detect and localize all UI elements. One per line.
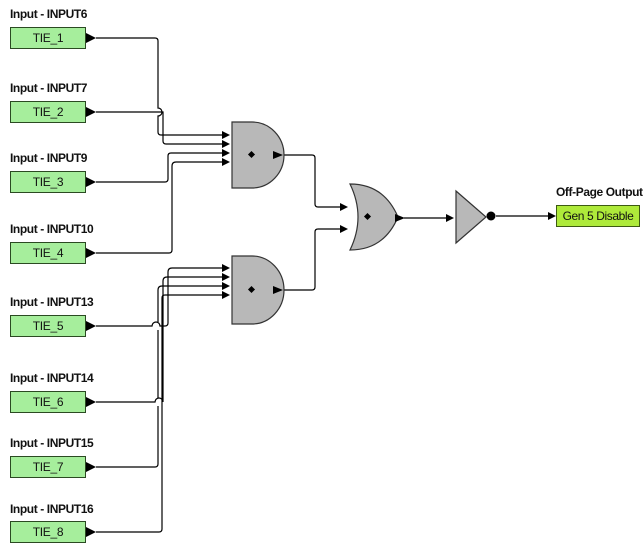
input-label-7: Input - INPUT15 [10, 436, 94, 450]
wire-tie3 [96, 152, 222, 183]
tie-box-6[interactable]: TIE_6 [10, 391, 86, 413]
off-page-output-box[interactable]: Gen 5 Disable [556, 205, 640, 227]
wire-tie2 [96, 111, 222, 145]
input-label-1: Input - INPUT6 [10, 7, 88, 21]
output-label: Off-Page Output [556, 185, 643, 199]
wire-and2-out [283, 228, 342, 291]
wire-tie4 [96, 161, 222, 254]
and-gate-2 [231, 255, 285, 325]
wire-tie5 [96, 267, 222, 327]
inverter-gate [455, 189, 496, 245]
tie-box-3[interactable]: TIE_3 [10, 171, 86, 193]
input-label-8: Input - INPUT16 [10, 502, 94, 516]
tie-box-7[interactable]: TIE_7 [10, 456, 86, 478]
wire-tie6 [96, 276, 222, 403]
or-gate [349, 183, 405, 251]
tie-box-1[interactable]: TIE_1 [10, 27, 86, 49]
wire-tie1 [96, 37, 222, 136]
and2-input-arrows [222, 264, 230, 299]
input-label-3: Input - INPUT9 [10, 151, 88, 165]
and1-input-arrows [222, 131, 230, 166]
wires [96, 37, 548, 533]
inverter-input-arrow [446, 214, 454, 222]
or-input-arrows [340, 203, 348, 233]
input-label-2: Input - INPUT7 [10, 81, 88, 95]
tie-box-2[interactable]: TIE_2 [10, 101, 86, 123]
tie-box-4[interactable]: TIE_4 [10, 242, 86, 264]
tie-box-5[interactable]: TIE_5 [10, 315, 86, 337]
tie-box-8[interactable]: TIE_8 [10, 521, 86, 543]
wire-tie8 [96, 294, 222, 533]
output-arrow [548, 212, 556, 220]
wire-tie7 [96, 285, 222, 468]
input-label-6: Input - INPUT14 [10, 371, 94, 385]
and-gate-1 [231, 121, 285, 189]
wire-and1-out [283, 154, 342, 208]
tie-output-arrows [86, 33, 96, 537]
input-label-5: Input - INPUT13 [10, 295, 94, 309]
input-label-4: Input - INPUT10 [10, 222, 94, 236]
